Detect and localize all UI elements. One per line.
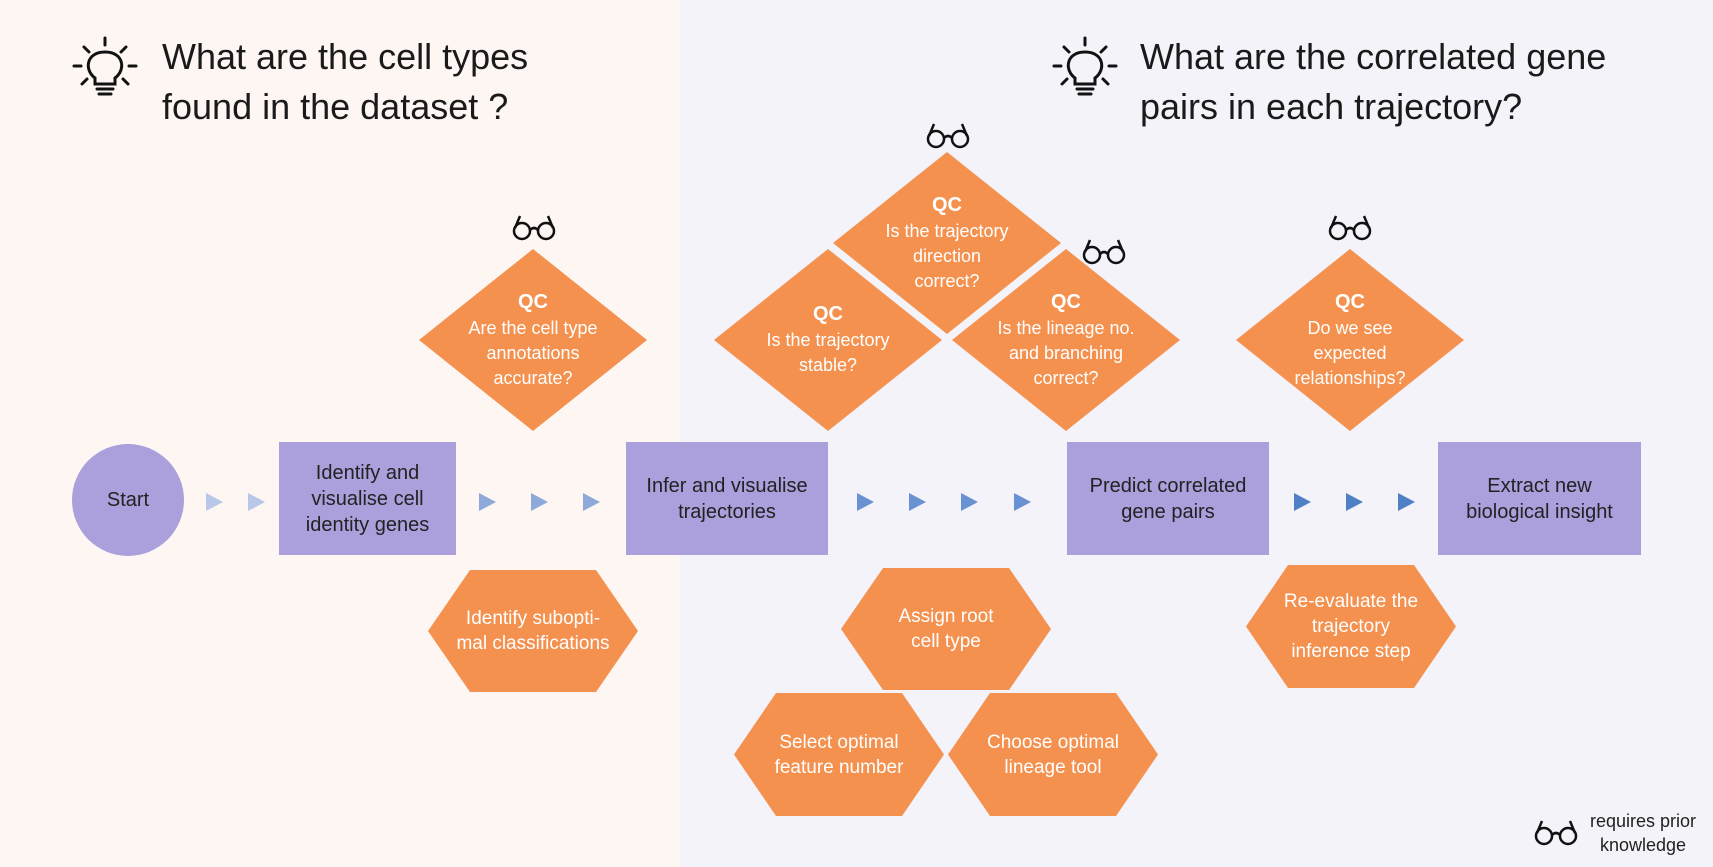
- action-identify-suboptimal: Identify subopti- mal classifications: [428, 570, 638, 692]
- qc-question: Is the lineage no. and branching correct…: [997, 317, 1135, 388]
- flow-arrow: [1346, 493, 1363, 511]
- extract-insight-step: Extract new biological insight: [1438, 442, 1641, 555]
- glasses-icon: [1534, 820, 1578, 846]
- qc-question: Are the cell type annotations accurate?: [468, 317, 598, 388]
- flow-arrow: [206, 493, 223, 511]
- flow-arrow: [909, 493, 926, 511]
- action-choose-lineage-tool: Choose optimal lineage tool: [948, 693, 1158, 816]
- action-assign-root: Assign root cell type: [841, 568, 1051, 690]
- action-reevaluate-trajectory: Re-evaluate the trajectory inference ste…: [1246, 565, 1456, 688]
- left-panel-background: [0, 0, 680, 867]
- glasses-icon: [926, 123, 970, 149]
- start-node: Start: [72, 444, 184, 556]
- flow-arrow: [583, 493, 600, 511]
- flow-arrow: [961, 493, 978, 511]
- flow-arrow: [531, 493, 548, 511]
- predict-gene-pairs-step: Predict correlated gene pairs: [1067, 442, 1269, 555]
- right-question-title: What are the correlated gene pairs in ea…: [1140, 36, 1607, 127]
- lightbulb-icon: [72, 36, 138, 96]
- flow-arrow: [479, 493, 496, 511]
- lightbulb-icon: [1052, 36, 1118, 96]
- identify-genes-step: Identify and visualise cell identity gen…: [279, 442, 456, 555]
- flow-arrow: [1014, 493, 1031, 511]
- infer-trajectories-step: Infer and visualise trajectories: [626, 442, 828, 555]
- qc-question: Do we see expected relationships?: [1294, 317, 1406, 388]
- flow-arrow: [1398, 493, 1415, 511]
- action-select-feature-number: Select optimal feature number: [734, 693, 944, 816]
- qc-label: QC: [1335, 290, 1365, 313]
- qc-label: QC: [813, 303, 843, 325]
- flow-arrow: [1294, 493, 1311, 511]
- glasses-icon: [1328, 215, 1372, 241]
- glasses-icon: [512, 215, 556, 241]
- left-question-title: What are the cell types found in the dat…: [162, 36, 529, 127]
- flow-arrow: [857, 493, 874, 511]
- qc-label: QC: [1051, 290, 1081, 313]
- qc-question: Is the trajectory stable?: [766, 330, 890, 375]
- qc-label: QC: [518, 290, 548, 313]
- glasses-icon: [1082, 239, 1126, 265]
- qc-label: QC: [932, 193, 962, 216]
- legend-label: requires prior knowledge: [1589, 811, 1697, 855]
- flow-arrow: [248, 493, 265, 511]
- qc-question: Is the trajectory direction correct?: [885, 220, 1009, 291]
